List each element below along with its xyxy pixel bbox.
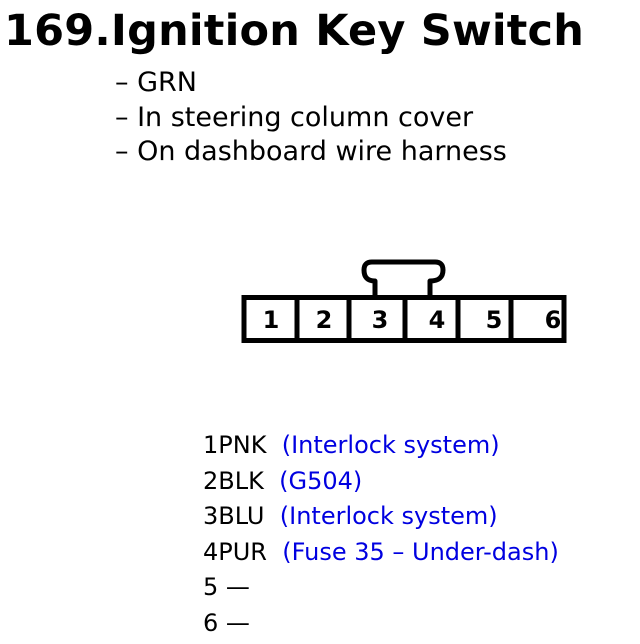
pin-description: (Interlock system): [281, 431, 500, 459]
pin-label: 5 —: [203, 573, 250, 601]
pinout-row: 6 —: [203, 606, 559, 642]
pin-number-4: 4: [429, 306, 446, 334]
pinout-row: 5 —: [203, 570, 559, 606]
pin-number-6: 6: [545, 306, 562, 334]
pin-description: (Interlock system): [279, 502, 498, 530]
pin-label: 2BLK: [203, 466, 264, 495]
detail-harness: – On dashboard wire harness: [115, 136, 507, 167]
pin-number-5: 5: [486, 306, 503, 334]
pin-description: (Fuse 35 – Under-dash): [282, 537, 559, 566]
pin-number-3: 3: [372, 306, 389, 334]
pin-label: 3BLU: [203, 502, 265, 530]
pinout-row: 4PUR (Fuse 35 – Under-dash): [203, 535, 559, 571]
pinout-row: 3BLU (Interlock system): [203, 499, 559, 535]
connector-lock-tab: [361, 259, 446, 297]
page-title: 169.Ignition Key Switch: [4, 6, 585, 56]
detail-location: – In steering column cover: [115, 101, 474, 133]
connector-dividers: [294, 300, 514, 338]
pin-label: 6 —: [203, 608, 250, 637]
pin-description: (G504): [279, 466, 363, 495]
pinout-row: 2BLK (G504): [203, 464, 559, 500]
pinout-row: 1PNK (Interlock system): [203, 428, 559, 464]
detail-color: – GRN: [115, 67, 197, 98]
pinout-list: 1PNK (Interlock system) 2BLK (G504) 3BLU…: [203, 428, 559, 641]
pin-number-2: 2: [316, 306, 333, 334]
pin-label: 4PUR: [203, 537, 267, 566]
pin-number-1: 1: [263, 306, 280, 334]
pin-label: 1PNK: [203, 431, 267, 459]
component-details: – GRN – In steering column cover – On da…: [115, 66, 507, 170]
